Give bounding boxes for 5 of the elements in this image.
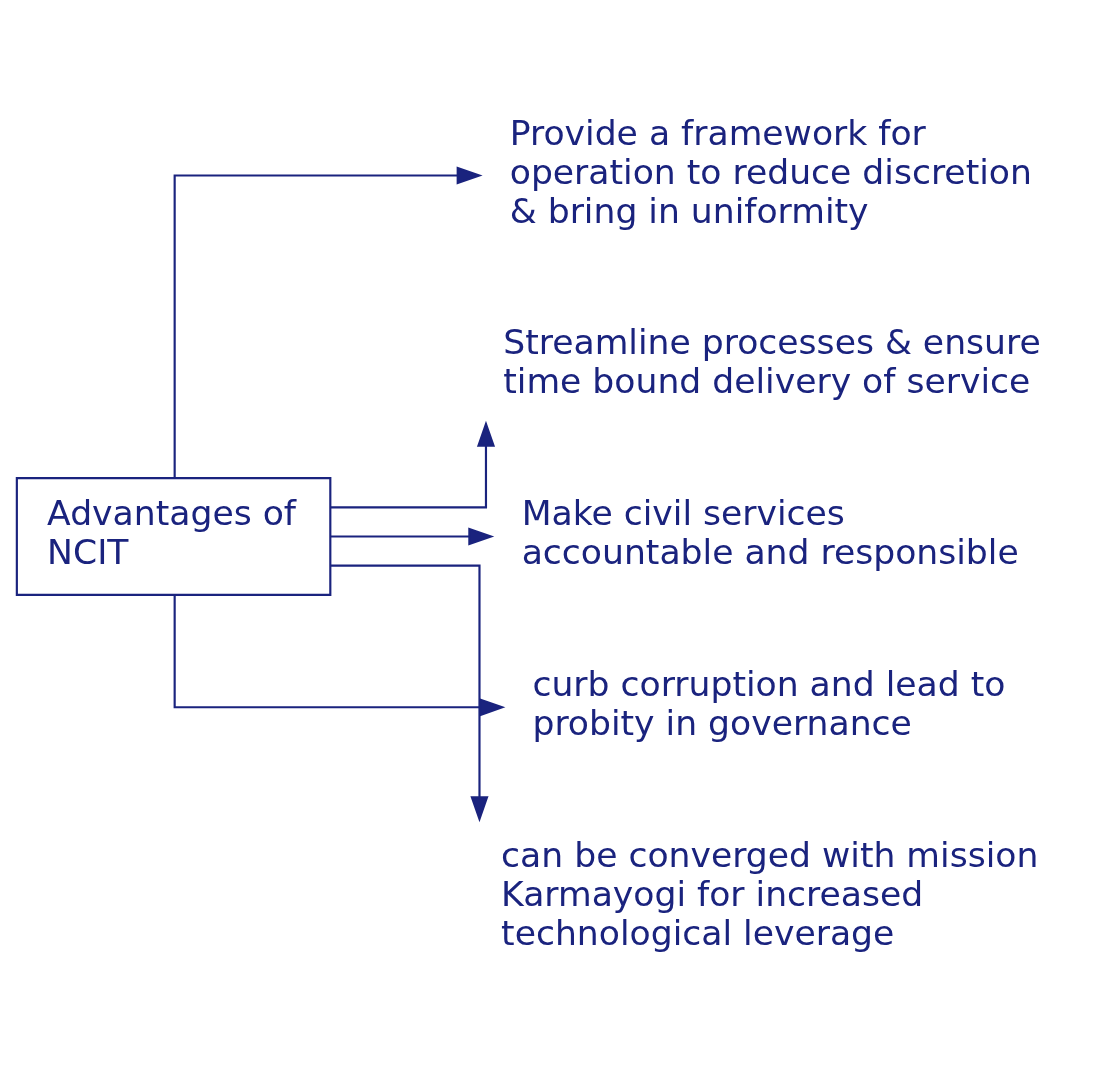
node-text: curb corruption and lead to probity in governance (532, 663, 1006, 743)
node-text: Make civil services accountable and responsible (521, 492, 1019, 572)
node-text: can be converged with mission Karmayogi for increased technological leverage (501, 834, 1039, 953)
node-text: Provide a framework for operation to reduce discretion & bring in uniformity (509, 112, 1032, 231)
node-text: Streamline processes & ensure time bound delivery of service (503, 321, 1041, 401)
